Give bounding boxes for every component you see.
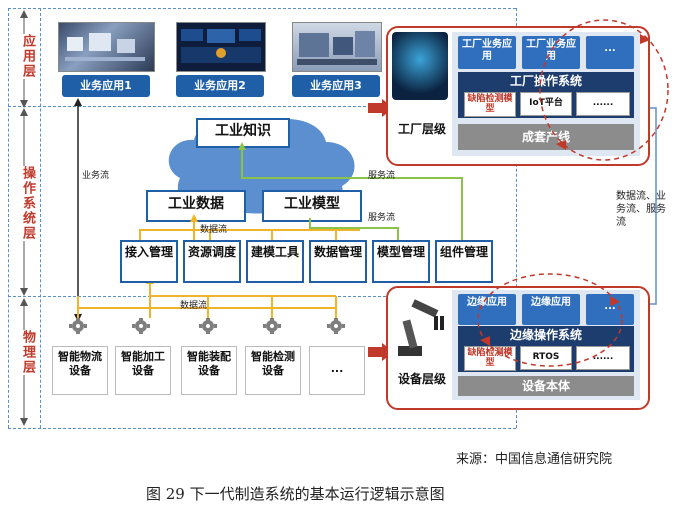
device-assembly: 智能装配设备 [181, 346, 237, 395]
gear-icon [199, 318, 217, 334]
factory-os-title: 工厂操作系统 [509, 74, 582, 88]
flow-label-service-2: 服务流 [368, 213, 396, 223]
gear-icon [263, 318, 281, 334]
edge-os-title: 边缘操作系统 [509, 328, 582, 342]
device-more: ... [309, 346, 365, 395]
figure-caption: 图 29 下一代制造系统的基本运行逻辑示意图 [146, 485, 445, 503]
edge-module-2: RTOS [520, 346, 572, 370]
mgmt-data: 数据管理 [309, 240, 367, 283]
factory-module-2: IoT平台 [520, 92, 572, 116]
factory-app-more: ... [586, 36, 634, 69]
gear-icon [69, 318, 87, 334]
frame-divider-1 [8, 106, 516, 107]
app-1-image [58, 22, 155, 72]
device-processing: 智能加工设备 [115, 346, 171, 395]
layer-label-ops: 操作系统层 [17, 166, 35, 241]
app-1-button[interactable]: 业务应用1 [62, 75, 150, 97]
flow-label-business: 业务流 [82, 171, 110, 181]
factory-cycle-icon [539, 19, 669, 161]
layer-label-app: 应用层 [17, 34, 35, 79]
factory-level-label: 工厂层级 [397, 122, 446, 136]
layer-label-physical: 物理层 [17, 330, 35, 375]
edge-module-3: ...... [576, 346, 630, 370]
frame-label-col [40, 8, 41, 428]
flow-label-side: 数据流、业务流、服务流 [616, 191, 666, 228]
source-text: 来源：中国信息通信研究院 [456, 452, 613, 467]
factory-image [392, 32, 448, 100]
mgmt-component: 组件管理 [435, 240, 493, 283]
frame-left [8, 8, 9, 428]
factory-app-1: 工厂业务应用 [458, 36, 516, 69]
device-logistics: 智能物流设备 [52, 346, 108, 395]
frame-bottom [8, 428, 516, 429]
flow-label-service-1: 服务流 [368, 171, 396, 181]
app-2-button[interactable]: 业务应用2 [176, 75, 264, 97]
flow-label-data-1: 数据流 [200, 225, 228, 235]
factory-module-3: ...... [576, 92, 630, 116]
factory-module-1: 缺陷检测模型 [464, 92, 516, 117]
factory-app-2: 工厂业务应用 [522, 36, 580, 69]
edge-app-2: 边缘应用 [522, 294, 580, 325]
factory-base: 成套产线 [458, 124, 634, 150]
mgmt-model: 模型管理 [372, 240, 430, 283]
mgmt-modeling: 建模工具 [246, 240, 304, 283]
frame-right [516, 8, 517, 428]
app-3-image [292, 22, 382, 72]
flow-label-data-2: 数据流 [180, 301, 208, 311]
gear-icon [132, 318, 150, 334]
edge-level-label: 设备层级 [397, 372, 446, 386]
edge-module-1: 缺陷检测模型 [464, 346, 516, 371]
app-3-button[interactable]: 业务应用3 [292, 75, 380, 97]
gear-icon [327, 318, 345, 334]
mgmt-resource: 资源调度 [183, 240, 241, 283]
mgmt-access: 接入管理 [120, 240, 178, 283]
industrial-model-box: 工业模型 [262, 190, 362, 222]
industrial-knowledge-box: 工业知识 [196, 118, 290, 148]
edge-app-1: 边缘应用 [458, 294, 516, 325]
robot-arm-icon [398, 299, 444, 356]
device-inspection: 智能检测设备 [245, 346, 301, 395]
edge-base: 设备本体 [458, 376, 634, 396]
app-2-image [176, 22, 266, 72]
edge-cycle-icon [477, 273, 623, 367]
frame-top [8, 8, 516, 9]
